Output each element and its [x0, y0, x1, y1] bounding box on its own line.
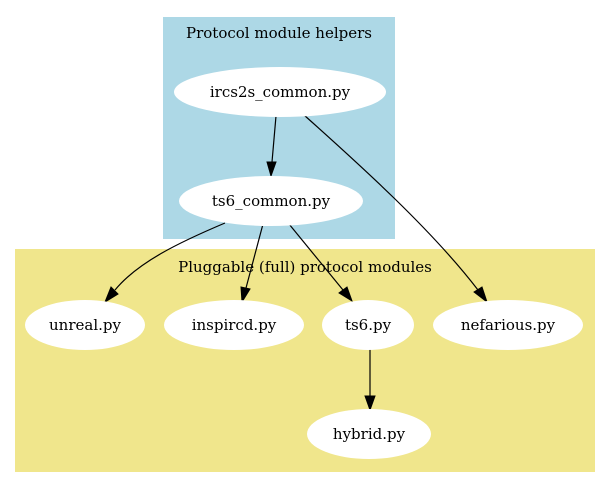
node-shape	[25, 300, 145, 350]
node-shape	[179, 176, 363, 226]
arrowhead-to-nefarious	[473, 286, 488, 304]
node-label: inspircd.py	[192, 316, 277, 334]
cluster-title-modules: Pluggable (full) protocol modules	[178, 258, 432, 276]
edge-ircs2s-common-to-nefarious	[303, 114, 479, 291]
cluster-pluggable-protocol-modules	[15, 249, 595, 472]
node-nefarious: nefarious.py	[433, 300, 583, 350]
node-shape	[307, 409, 431, 459]
node-unreal: unreal.py	[25, 300, 145, 350]
edges	[103, 114, 488, 412]
node-label: ircs2s_common.py	[210, 83, 351, 101]
arrowhead-to-ts6	[338, 286, 353, 303]
node-ts6-common: ts6_common.py	[179, 176, 363, 226]
node-shape	[433, 300, 583, 350]
edge-ts6-common-to-ts6	[288, 223, 344, 291]
cluster-title-helpers: Protocol module helpers	[186, 24, 372, 42]
node-label: unreal.py	[49, 316, 121, 334]
edge-ts6-common-to-unreal	[114, 222, 226, 291]
node-label: ts6_common.py	[212, 192, 331, 210]
arrowhead-to-unreal	[103, 286, 119, 304]
edge-ts6-common-to-inspircd	[245, 223, 264, 289]
node-shape	[322, 300, 414, 350]
arrowhead-to-inspircd	[240, 286, 251, 304]
node-label: hybrid.py	[333, 425, 406, 443]
node-shape	[174, 67, 386, 117]
node-label: nefarious.py	[461, 316, 556, 334]
arrowhead-to-ts6-common	[266, 161, 277, 178]
node-label: ts6.py	[345, 316, 392, 334]
node-inspircd: inspircd.py	[164, 300, 304, 350]
node-hybrid: hybrid.py	[307, 409, 431, 459]
node-ts6: ts6.py	[322, 300, 414, 350]
arrowhead-to-hybrid	[364, 395, 376, 412]
node-ircs2s-common: ircs2s_common.py	[174, 67, 386, 117]
node-shape	[164, 300, 304, 350]
edge-ircs2s-common-to-ts6-common	[271, 115, 277, 163]
